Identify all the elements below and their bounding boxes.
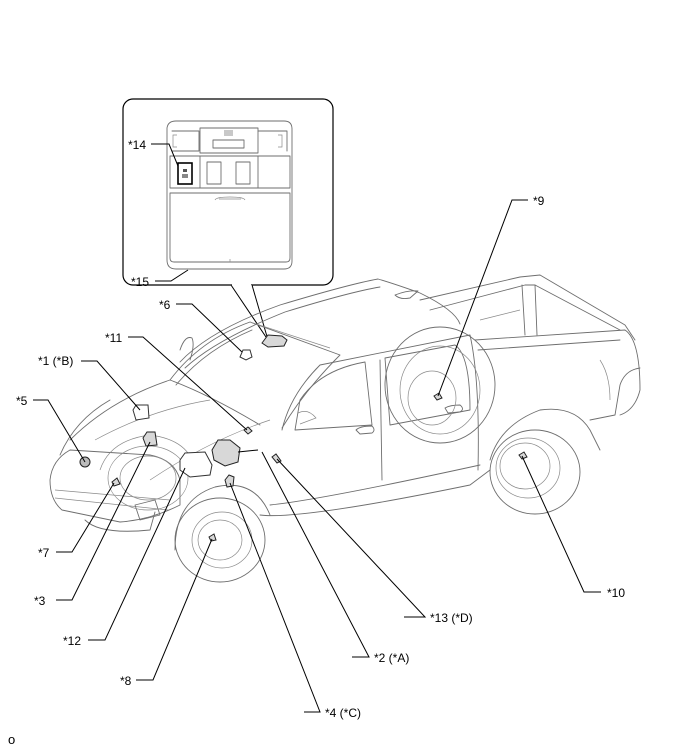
- label-5: *5: [16, 394, 28, 408]
- label-1: *1 (*B): [38, 354, 73, 368]
- part-12: [179, 451, 213, 478]
- overhead-console-inset: *14 *15: [122, 98, 334, 341]
- leader-9: [437, 199, 528, 397]
- leader-15: [155, 269, 189, 282]
- figure-caption: o: [8, 732, 15, 747]
- leader-1: [81, 360, 141, 411]
- leader-3: [56, 441, 151, 601]
- leader-12: [88, 467, 186, 641]
- inset-callout-pointer: [230, 284, 269, 341]
- part-4: [224, 474, 235, 488]
- lamp-vent-icon: [224, 130, 233, 136]
- part-overhead-console: [261, 334, 288, 348]
- component-markers: [79, 334, 528, 542]
- label-8: *8: [120, 674, 132, 688]
- part-10: [518, 451, 528, 460]
- callout-labels: *1 (*B) *2 (*A) *3 *4 (*C) *5 *6 *7 *8 *…: [16, 194, 625, 720]
- label-4: *4 (*C): [325, 706, 361, 720]
- leader-6: [176, 303, 243, 353]
- part-6: [239, 349, 253, 361]
- label-7: *7: [38, 546, 50, 560]
- part-1: [132, 404, 150, 421]
- leader-10: [521, 455, 601, 593]
- leader-13: [276, 458, 427, 618]
- label-3: *3: [34, 594, 46, 608]
- label-13: *13 (*D): [430, 611, 473, 625]
- leader-4: [229, 482, 321, 713]
- inset-frame: [122, 98, 334, 286]
- label-9: *9: [533, 194, 545, 208]
- label-6: *6: [159, 298, 171, 312]
- leader-2: [261, 451, 370, 658]
- label-12: *12: [63, 634, 81, 648]
- part-9: [433, 392, 443, 401]
- label-11: *11: [105, 331, 122, 345]
- part-3: [142, 431, 158, 447]
- leader-11: [128, 336, 248, 431]
- console-body: [166, 120, 293, 270]
- label-14: *14: [128, 138, 146, 152]
- part-2: [211, 439, 241, 467]
- pickup-truck-drawing: [49, 274, 641, 583]
- part-8: [208, 533, 217, 542]
- leader-14: [151, 143, 179, 167]
- leader-7: [56, 482, 115, 553]
- switch-14-highlight: [177, 162, 193, 185]
- label-15: *15: [131, 275, 149, 289]
- label-10: *10: [607, 586, 625, 600]
- leader-8: [136, 538, 213, 681]
- leader-5: [33, 399, 86, 463]
- switch-glyph-icon: [182, 169, 188, 178]
- label-2: *2 (*A): [374, 651, 409, 665]
- leader-lines: [33, 199, 601, 713]
